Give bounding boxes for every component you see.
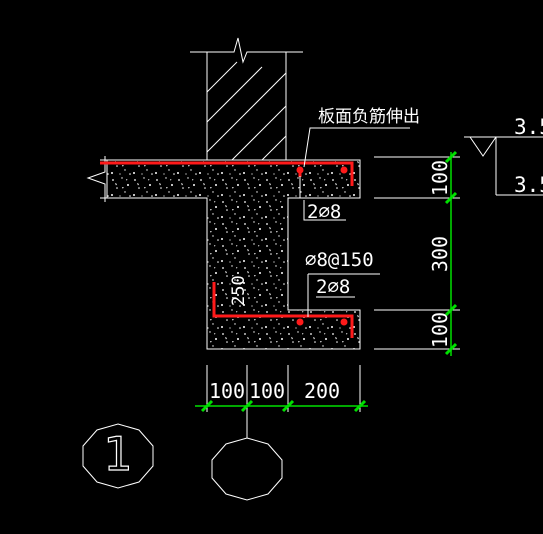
break-line-left	[86, 156, 107, 202]
dim-right-300: 300	[428, 236, 452, 272]
elevation-lower-label: 3.5	[514, 173, 543, 197]
break-line-top	[190, 37, 303, 64]
note-top-rebar: 板面负筋伸出	[318, 107, 420, 127]
elevation-marker: 3.5 3.5	[464, 115, 543, 197]
section-mark-bubble	[82, 423, 154, 489]
bottom-beam-rebar	[212, 282, 354, 338]
dim-bottom-100-left: 100	[209, 379, 245, 403]
section-mark: 1	[82, 423, 154, 489]
rebar-dots	[296, 166, 348, 326]
dim-bottom-200: 200	[304, 379, 340, 403]
rebar-dot	[296, 318, 304, 326]
axis-marker	[211, 412, 283, 501]
dim-right-100-top: 100	[428, 160, 452, 196]
concrete-section	[106, 159, 361, 350]
leader-lines	[299, 127, 410, 317]
thickness-label: 250	[229, 275, 249, 306]
wall-hatch	[206, 61, 287, 161]
axis-bubble	[211, 437, 283, 501]
bar-lower-label: 2⌀8	[316, 276, 350, 298]
dimension-bottom: 100 100 200	[195, 365, 368, 413]
elevation-upper-label: 3.5	[514, 115, 543, 139]
dim-bottom-100-middle: 100	[249, 379, 285, 403]
rebar-dot	[340, 166, 348, 174]
dim-right-100-bottom: 100	[428, 312, 452, 348]
upper-wall	[190, 37, 303, 161]
stirrup-label: ⌀8@150	[305, 249, 374, 271]
top-slab-rebar	[100, 161, 354, 186]
section-mark-number: 1	[103, 427, 132, 481]
dimension-right: 100 300 100	[374, 150, 460, 356]
rebar-dot	[340, 318, 348, 326]
bar-upper-label: 2⌀8	[307, 201, 341, 223]
rebar-dot	[296, 166, 304, 174]
